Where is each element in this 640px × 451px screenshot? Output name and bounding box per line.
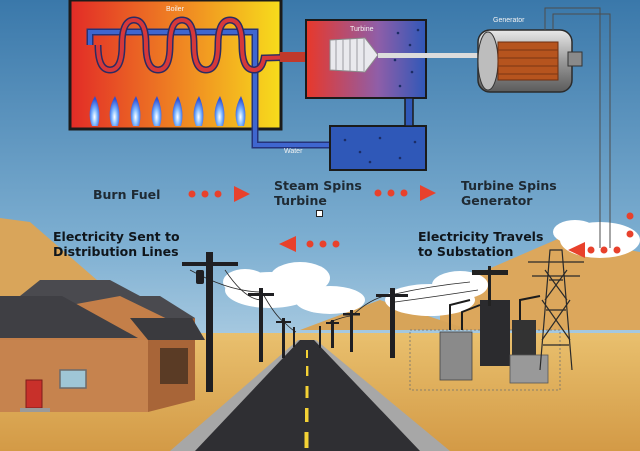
step-distribution-line2: Distribution Lines <box>53 244 179 259</box>
arrow-to-distribution <box>279 236 340 252</box>
turbine-label: Turbine <box>350 26 374 33</box>
mountain-mid <box>300 300 470 330</box>
boiler-label: Boiler <box>166 6 184 13</box>
step-distribution-lines: Electricity Sent to Distribution Lines <box>53 229 180 259</box>
generator-label: Generator <box>493 17 525 24</box>
transmission-tower-icon <box>528 249 584 371</box>
boiler <box>68 0 330 149</box>
step-electricity-travels-line1: Electricity Travels <box>418 229 544 244</box>
utility-pole-icon <box>182 252 408 392</box>
step-steam-spins: Steam Spins Turbine <box>274 178 362 208</box>
step-turbine-spins: Turbine Spins Generator <box>461 178 557 208</box>
road-dashes <box>304 350 309 448</box>
arrow-to-substation <box>568 212 634 258</box>
step-electricity-travels-line2: to Substation <box>418 244 514 259</box>
flame-icon <box>89 96 246 126</box>
generator-icon <box>477 7 611 248</box>
arrow-burn-to-steam <box>188 186 250 202</box>
step-burn-fuel: Burn Fuel <box>93 187 161 202</box>
mouse-cursor-marker <box>316 210 323 217</box>
substation-icon <box>409 266 561 391</box>
turbine-icon <box>305 19 478 99</box>
step-distribution-line1: Electricity Sent to <box>53 229 180 244</box>
house-icon <box>0 280 205 412</box>
step-steam-spins-line1: Steam Spins <box>274 178 362 193</box>
step-electricity-travels: Electricity Travels to Substation <box>418 229 543 259</box>
mountain-left <box>0 218 120 300</box>
arrow-steam-to-turbine <box>374 185 436 201</box>
condenser <box>329 97 427 171</box>
step-turbine-spins-line1: Turbine Spins <box>461 178 557 193</box>
step-steam-spins-line2: Turbine <box>274 193 327 208</box>
step-turbine-spins-line2: Generator <box>461 193 533 208</box>
water-label: Water <box>284 148 303 155</box>
